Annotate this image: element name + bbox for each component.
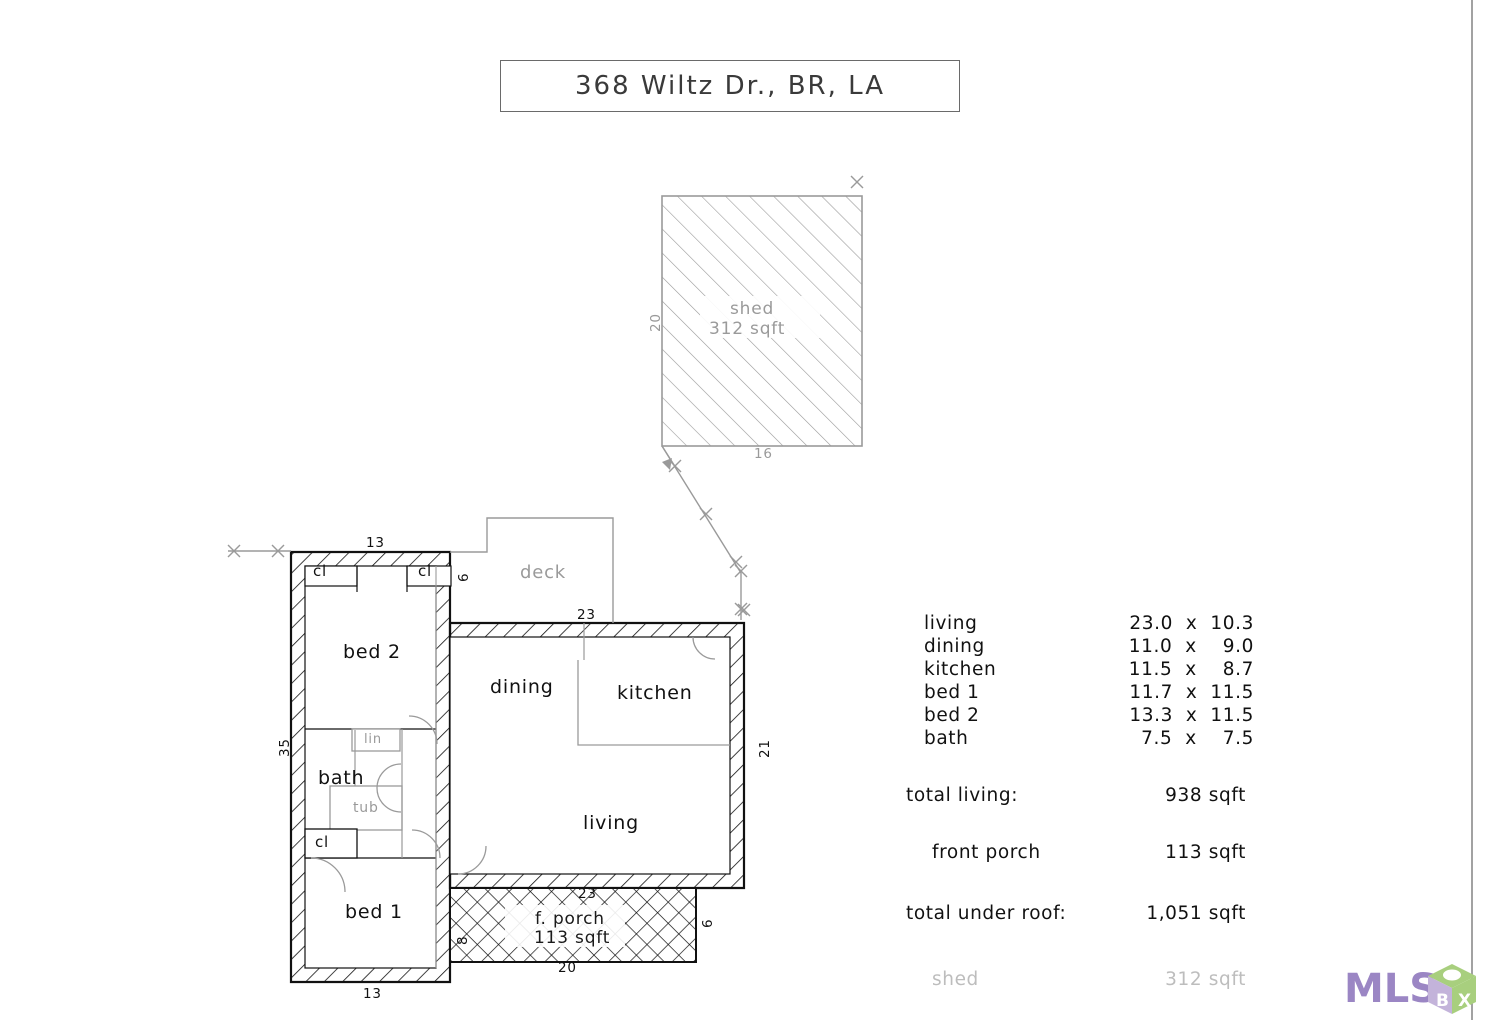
schedule-room-dims: 11.7 x 11.5 — [1129, 682, 1254, 703]
tub-label: tub — [353, 800, 379, 816]
mls-logo-text: MLS — [1344, 966, 1438, 1012]
total-under-roof-label: total under roof: — [906, 903, 1067, 924]
dim-deck-side: 6 — [456, 572, 472, 582]
total-living-row: total living: 938 sqft — [906, 785, 1246, 806]
schedule-room-dims: 7.5 x 7.5 — [1128, 728, 1254, 749]
schedule-room-name: bath — [924, 728, 969, 749]
front-porch-label: front porch — [932, 842, 1041, 863]
schedule-row: bed 2 13.3 x 11.5 — [924, 704, 1254, 727]
schedule-room-name: bed 1 — [924, 682, 980, 703]
mls-cube-icon: B X — [1428, 964, 1476, 1014]
schedule-room-dims: 11.0 x 9.0 — [1128, 636, 1254, 657]
living-label: living — [583, 812, 639, 834]
closet-label-1: cl — [313, 562, 328, 580]
shed-area-label: 312 sqft — [709, 319, 786, 339]
dim-porch-top: 23 — [578, 886, 597, 902]
front-porch — [449, 887, 697, 963]
shed-total-row: shed 312 sqft — [906, 969, 1246, 990]
kitchen-label: kitchen — [617, 682, 693, 704]
schedule-row: bed 1 11.7 x 11.5 — [924, 681, 1254, 704]
dim-porch-left: 8 — [455, 935, 471, 945]
schedule-row: bath 7.5 x 7.5 — [924, 727, 1254, 750]
dim-bed1-bottom: 13 — [363, 986, 382, 1002]
svg-text:X: X — [1458, 991, 1471, 1011]
mls-box-logo: MLS B X — [1344, 964, 1476, 1014]
schedule-row: kitchen 11.5 x 8.7 — [924, 658, 1254, 681]
closet-label-2: cl — [418, 562, 433, 580]
total-under-roof-value: 1,051 sqft — [1146, 903, 1246, 924]
west-wing — [289, 550, 452, 984]
shed-total-value: 312 sqft — [1165, 969, 1246, 990]
schedule-row: living 23.0 x 10.3 — [924, 612, 1254, 635]
deck-area — [450, 517, 614, 623]
dim-deck-bottom: 23 — [577, 607, 596, 623]
schedule-room-name: dining — [924, 636, 985, 657]
dim-shed-width: 16 — [754, 446, 773, 462]
schedule-row: dining 11.0 x 9.0 — [924, 635, 1254, 658]
schedule-room-name: kitchen — [924, 659, 997, 680]
bath-label: bath — [318, 767, 365, 789]
dim-west-wall: 35 — [277, 738, 293, 757]
bed2-label: bed 2 — [343, 641, 401, 663]
dim-shed-height: 20 — [648, 313, 664, 332]
porch-label: f. porch — [535, 909, 605, 929]
closet-label-3: cl — [315, 833, 330, 851]
dining-label: dining — [490, 676, 554, 698]
dim-porch-right: 6 — [700, 918, 716, 928]
schedule-room-dims: 11.5 x 8.7 — [1128, 659, 1254, 680]
dim-bed2-top: 13 — [366, 535, 385, 551]
title-box — [500, 60, 960, 112]
shed-total-label: shed — [932, 969, 979, 990]
schedule-room-dims: 13.3 x 11.5 — [1129, 705, 1254, 726]
front-porch-value: 113 sqft — [1165, 842, 1246, 863]
svg-text:B: B — [1436, 991, 1449, 1011]
shed-structure — [661, 175, 864, 447]
porch-area-label: 113 sqft — [534, 928, 611, 948]
east-wing — [448, 603, 751, 890]
north-property-guide — [227, 544, 291, 558]
page-title: 368 Wiltz Dr., BR, LA — [575, 71, 885, 101]
total-living-label: total living: — [906, 785, 1019, 806]
total-under-roof-row: total under roof: 1,051 sqft — [906, 903, 1246, 924]
schedule-room-name: living — [924, 613, 978, 634]
room-schedule: living 23.0 x 10.3 dining 11.0 x 9.0 kit… — [924, 612, 1254, 750]
front-porch-row: front porch 113 sqft — [906, 842, 1246, 863]
total-living-value: 938 sqft — [1165, 785, 1246, 806]
deck-label: deck — [520, 562, 567, 583]
linen-label: lin — [364, 732, 382, 747]
dim-porch-bottom: 20 — [558, 960, 577, 976]
shed-label: shed — [730, 299, 775, 319]
property-line — [661, 445, 748, 620]
schedule-room-name: bed 2 — [924, 705, 980, 726]
dimension-ticks — [661, 445, 677, 470]
bed1-label: bed 1 — [345, 901, 403, 923]
dim-east-wall: 21 — [757, 739, 773, 758]
schedule-room-dims: 23.0 x 10.3 — [1129, 613, 1254, 634]
